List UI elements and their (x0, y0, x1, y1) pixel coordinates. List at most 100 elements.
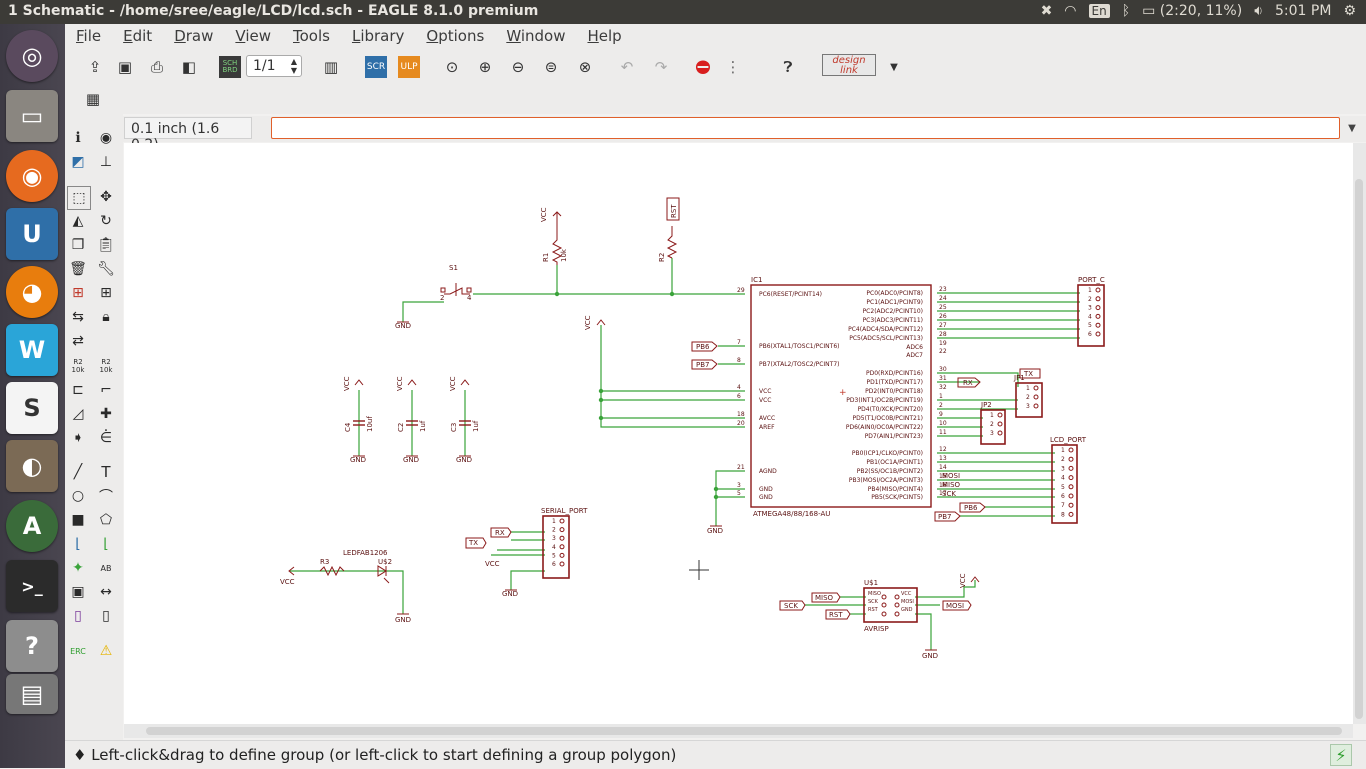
junction-icon[interactable]: ✦ (72, 560, 84, 576)
rotate-icon[interactable]: ↻ (100, 213, 112, 229)
switch-s1[interactable] (440, 283, 472, 296)
jp1-connector[interactable] (1015, 382, 1043, 418)
paste-icon[interactable]: 📋︎ (97, 237, 115, 253)
menu-library[interactable]: Library (351, 27, 405, 45)
mark-icon[interactable]: ⊥ (99, 154, 113, 170)
redo-icon[interactable]: ↷ (654, 58, 668, 76)
serial-port-connector[interactable] (542, 515, 570, 579)
sch-brd-switch-icon[interactable]: SCH BRD (219, 56, 241, 78)
volume-icon[interactable]: 🔉︎ (1254, 3, 1264, 19)
zoom-fit-icon[interactable]: ⊙ (445, 58, 459, 76)
help-icon[interactable]: ? (6, 620, 58, 672)
go-icon[interactable]: ⋮ (725, 58, 741, 76)
invoke-icon[interactable]: ✚ (100, 406, 112, 422)
smash-icon[interactable]: ⊏ (72, 382, 84, 398)
gimp-icon[interactable]: ◐ (6, 440, 58, 492)
text-tool-icon[interactable]: T (101, 463, 111, 481)
design-link-button[interactable]: design link (822, 54, 876, 76)
capacitors[interactable] (353, 420, 471, 426)
menu-view[interactable]: View (235, 27, 271, 45)
zoom-in-icon[interactable]: ⊕ (478, 58, 492, 76)
display-layers-icon[interactable]: ◩ (71, 154, 85, 170)
split-icon[interactable]: ◿ (72, 406, 84, 422)
chevron-down-icon[interactable]: ▼ (890, 61, 898, 73)
menu-draw[interactable]: Draw (174, 27, 214, 45)
name-tool-icon[interactable]: R2 10k (71, 358, 85, 374)
horizontal-scrollbar[interactable] (124, 724, 1353, 738)
wifi-icon[interactable]: ◠ (1064, 3, 1077, 19)
bluetooth-icon[interactable]: ᛒ (1121, 3, 1131, 19)
gateswap-icon[interactable]: ⇄ (72, 333, 84, 349)
ulp-icon[interactable]: ULP (398, 56, 420, 78)
cam-icon[interactable]: ◧ (181, 58, 197, 76)
grid-icon[interactable]: ▦ (85, 90, 101, 108)
lightning-icon[interactable]: ⚡︎ (1330, 744, 1352, 766)
net-icon[interactable]: ⌊ (103, 536, 109, 552)
ubuntu-dash-icon[interactable]: ◎ (6, 30, 58, 82)
undo-icon[interactable]: ↶ (620, 58, 634, 76)
delete-icon[interactable]: 🗑︎ (69, 261, 87, 277)
bus-icon[interactable]: ⌊ (75, 536, 81, 552)
command-input[interactable] (271, 117, 1340, 139)
horizontal-scroll-thumb[interactable] (146, 727, 1342, 735)
vertical-scroll-thumb[interactable] (1355, 179, 1363, 719)
resistor-r1[interactable] (551, 232, 563, 265)
clock[interactable]: 5:01 PM (1275, 3, 1332, 19)
resistor-r3[interactable] (319, 565, 345, 577)
spin-icon[interactable]: ▲▼ (290, 57, 297, 75)
pinswap-icon[interactable]: ⇆ (72, 309, 84, 325)
firefox-icon[interactable]: ◉ (6, 150, 58, 202)
files-icon[interactable]: ▭ (6, 90, 58, 142)
arc-icon[interactable]: ⌒ (99, 489, 113, 505)
optimize-icon[interactable]: ➧ (72, 430, 84, 446)
zoom-select-icon[interactable]: ⊗ (578, 58, 592, 76)
blender-icon[interactable]: ◕ (6, 266, 58, 318)
info-icon[interactable]: ℹ (75, 130, 81, 146)
menu-options[interactable]: Options (426, 27, 485, 45)
avrisp-connector[interactable] (863, 587, 918, 623)
table-icon[interactable]: ▥ (323, 58, 339, 76)
dropbox-icon[interactable]: ✖ (1040, 3, 1053, 19)
value-tool-icon[interactable]: R2 10k (99, 358, 113, 374)
keyboard-language[interactable]: En (1088, 4, 1110, 18)
menu-file[interactable]: File (76, 27, 102, 45)
frame-icon[interactable]: ▯ (74, 608, 82, 624)
led-u2[interactable] (377, 565, 390, 584)
jp2-connector[interactable] (980, 409, 1006, 445)
sheet-selector[interactable]: 1/1▲▼ (246, 55, 302, 77)
menu-window[interactable]: Window (506, 27, 566, 45)
slack-icon[interactable]: S (6, 382, 58, 434)
stop-icon[interactable]: ⛔︎ (695, 56, 711, 78)
zoom-redraw-icon[interactable]: ⊜ (544, 58, 558, 76)
vertical-scrollbar[interactable] (1353, 143, 1366, 724)
polygon-icon[interactable]: ⬠ (99, 512, 113, 528)
port-c-connector[interactable] (1077, 284, 1105, 347)
mirror-icon[interactable]: ◭ (72, 213, 84, 229)
webstorm-icon[interactable]: W (6, 324, 58, 376)
replace-icon[interactable]: ⊞ (100, 285, 112, 301)
resistor-r2[interactable] (666, 226, 678, 259)
schematic-canvas[interactable]: S1 2 4 R1 10k R2 RST VCC VCC VCC VCC VCC (124, 143, 1353, 724)
help-icon[interactable]: ❓︎ (783, 58, 793, 76)
attribute-icon[interactable]: ▣ (71, 584, 85, 600)
rectangle-icon[interactable]: ■ (71, 512, 85, 528)
terminal-icon[interactable]: >_ (6, 560, 58, 612)
dimension-icon[interactable]: ↔ (100, 584, 112, 600)
zoom-out-icon[interactable]: ⊖ (511, 58, 525, 76)
battery-status[interactable]: ▭ (2:20, 11%) (1142, 3, 1243, 19)
net-wires[interactable] (290, 258, 1080, 650)
ic1-body[interactable] (750, 284, 932, 508)
modules-icon[interactable]: ▯ (102, 608, 110, 624)
open-icon[interactable]: ⇪ (88, 58, 102, 76)
miter-icon[interactable]: ⌐ (100, 382, 112, 398)
menu-help[interactable]: Help (587, 27, 622, 45)
change-icon[interactable]: 🔧︎ (97, 261, 115, 277)
script-icon[interactable]: SCR (365, 56, 387, 78)
group-select-icon[interactable]: ⬚ (67, 186, 91, 210)
power-gear-icon[interactable]: ⚙ (1343, 3, 1356, 19)
print-icon[interactable]: ⎙ (150, 58, 163, 76)
lock-icon[interactable]: 🔒︎ (102, 309, 110, 325)
label-icon[interactable]: AB (100, 563, 112, 573)
add-part-icon[interactable]: ⊞ (72, 285, 84, 301)
menu-tools[interactable]: Tools (293, 27, 330, 45)
